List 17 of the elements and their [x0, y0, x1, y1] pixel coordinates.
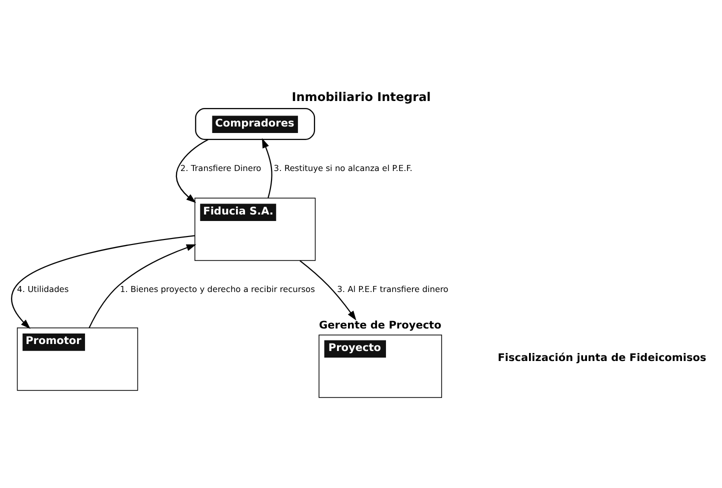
- node-box: Fiducia S.A.: [194, 198, 316, 261]
- edge-label: 1. Bienes proyecto y derecho a recibir recursos: [120, 284, 315, 294]
- arrow: [300, 260, 356, 321]
- edge-label: 2. Transfiere Dinero: [180, 162, 262, 173]
- edge-label: 3. Restituye si no alcanza el P.E.F.: [274, 162, 412, 173]
- node-box: Promotor: [16, 328, 138, 391]
- diagram-title: Inmobiliario Integral: [292, 90, 431, 104]
- arrow: [88, 244, 196, 328]
- label: Fiscalización junta de Fideicomisos: [498, 352, 706, 364]
- edge-label: 4. Utilidades: [17, 284, 69, 294]
- arrow: [11, 235, 195, 329]
- arrow: [262, 138, 272, 198]
- node-box: Proyecto: [318, 334, 442, 398]
- arrow: [176, 139, 209, 203]
- node-label: Gerente de Proyecto: [319, 319, 442, 332]
- node-box: Compradores: [195, 108, 316, 140]
- edge-label: 3. Al P.E.F transfiere dinero: [337, 284, 448, 294]
